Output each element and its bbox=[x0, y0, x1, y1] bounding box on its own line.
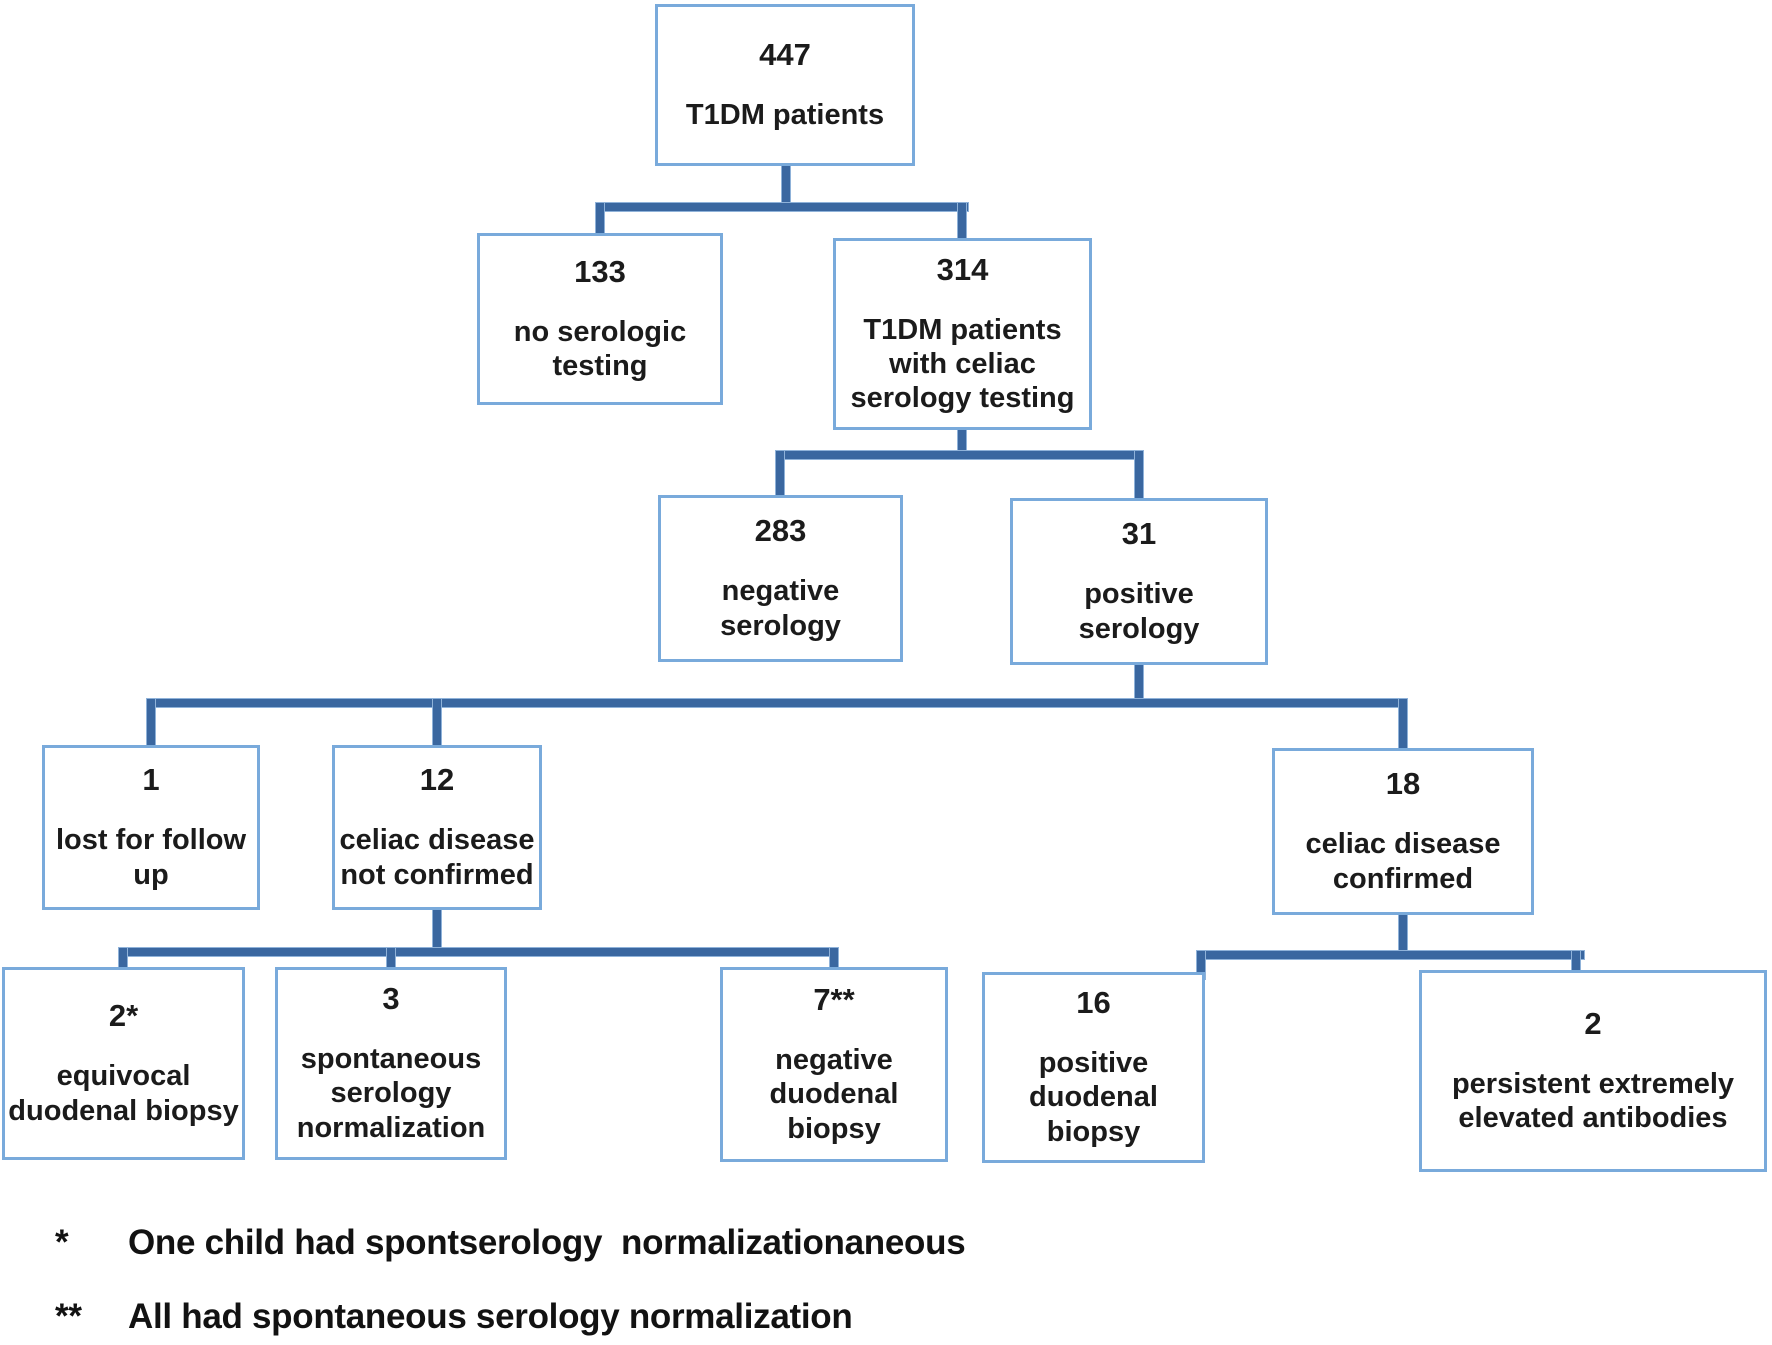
node-label: positive serology bbox=[1078, 578, 1200, 645]
node-1-lost-for-follow-up: 1 lost for follow up bbox=[42, 745, 260, 910]
footnote-marker: * bbox=[55, 1223, 69, 1262]
node-count: 31 bbox=[1121, 516, 1157, 552]
connector-bar bbox=[776, 451, 1143, 459]
connector-drop bbox=[958, 203, 966, 242]
connector-bar bbox=[596, 203, 968, 211]
node-label: celiac disease not confirmed bbox=[339, 824, 535, 891]
node-2-equivocal-duodenal-biopsy: 2* equivocal duodenal biopsy bbox=[2, 967, 245, 1160]
node-3-spontaneous-normalization: 3 spontaneous serology normalization bbox=[275, 967, 507, 1160]
node-count: 133 bbox=[574, 253, 626, 289]
connector-stub bbox=[433, 908, 441, 956]
node-count: 447 bbox=[759, 36, 811, 72]
node-count: 7** bbox=[813, 982, 855, 1018]
node-count: 18 bbox=[1385, 766, 1421, 802]
node-2-persistent-elevated-antibodies: 2 persistent extremely elevated antibodi… bbox=[1419, 970, 1767, 1172]
connector-stub bbox=[1399, 913, 1407, 959]
node-count: 1 bbox=[142, 762, 160, 798]
connector-drop bbox=[1135, 451, 1143, 501]
footnote-text: One child had spontserology normalizatio… bbox=[128, 1223, 966, 1262]
connector-drop bbox=[1197, 951, 1205, 979]
connector-stub bbox=[958, 428, 966, 459]
connector-drop bbox=[776, 451, 784, 498]
connector-drop bbox=[1399, 699, 1407, 751]
connector-drop bbox=[119, 948, 127, 970]
connector-drop bbox=[1572, 951, 1580, 975]
connector-drop bbox=[433, 699, 441, 748]
node-314-serology-tested: 314 T1DM patients with celiac serology t… bbox=[833, 238, 1092, 430]
node-label: T1DM patients with celiac serology testi… bbox=[850, 313, 1075, 415]
connector-drop bbox=[830, 948, 838, 970]
node-label: positive duodenal biopsy bbox=[1029, 1047, 1158, 1148]
connector-drop bbox=[596, 203, 604, 237]
node-label: lost for follow up bbox=[55, 824, 247, 891]
node-label: persistent extremely elevated antibodies bbox=[1451, 1067, 1735, 1135]
node-count: 2* bbox=[108, 998, 139, 1034]
node-label: equivocal duodenal biopsy bbox=[8, 1060, 239, 1127]
node-label: spontaneous serology normalization bbox=[296, 1043, 486, 1144]
connector-drop bbox=[147, 699, 155, 748]
node-count: 3 bbox=[382, 981, 400, 1017]
node-133-no-serologic-testing: 133 no serologic testing bbox=[477, 233, 723, 405]
node-7-negative-duodenal-biopsy: 7** negative duodenal biopsy bbox=[720, 967, 948, 1162]
node-count: 16 bbox=[1076, 985, 1111, 1021]
node-label: celiac disease confirmed bbox=[1305, 828, 1501, 895]
connector-bar bbox=[1197, 951, 1584, 959]
footnote-marker: ** bbox=[55, 1297, 82, 1336]
node-count: 12 bbox=[419, 762, 455, 798]
node-447-t1dm-patients: 447 T1DM patients bbox=[655, 4, 915, 166]
connector-bar bbox=[119, 948, 838, 956]
node-label: T1DM patients bbox=[685, 98, 885, 131]
node-12-celiac-not-confirmed: 12 celiac disease not confirmed bbox=[332, 745, 542, 910]
node-label: no serologic testing bbox=[513, 315, 687, 383]
node-label: negative duodenal biopsy bbox=[769, 1044, 899, 1145]
connector-stub bbox=[1135, 663, 1143, 707]
node-18-celiac-confirmed: 18 celiac disease confirmed bbox=[1272, 748, 1534, 915]
node-283-negative-serology: 283 negative serology bbox=[658, 495, 903, 662]
connector-bar bbox=[147, 699, 1407, 707]
footnote-text: All had spontaneous serology normalizati… bbox=[128, 1297, 853, 1336]
footnote-double-asterisk: ** All had spontaneous serology normaliz… bbox=[55, 1297, 853, 1337]
footnote-asterisk: * One child had spontserology normalizat… bbox=[55, 1223, 966, 1263]
connector-drop bbox=[387, 948, 395, 970]
node-31-positive-serology: 31 positive serology bbox=[1010, 498, 1268, 665]
node-count: 314 bbox=[936, 251, 989, 287]
node-count: 283 bbox=[754, 513, 807, 549]
node-16-positive-duodenal-biopsy: 16 positive duodenal biopsy bbox=[982, 972, 1205, 1163]
node-label: negative serology bbox=[720, 575, 841, 642]
node-count: 2 bbox=[1584, 1005, 1602, 1041]
connector-stub bbox=[782, 163, 790, 210]
